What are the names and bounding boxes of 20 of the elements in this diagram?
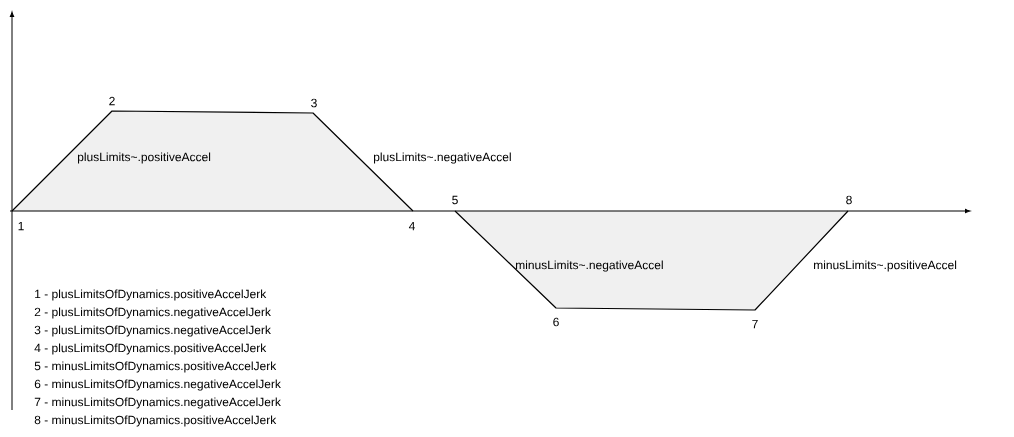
point-number: 6	[553, 317, 559, 327]
key-entry: 6 - minusLimitsOfDynamics.negativeAccelJerk	[34, 379, 281, 391]
key-entry: 1 - plusLimitsOfDynamics.positiveAccelJerk	[35, 289, 267, 301]
key-entry: 4 - plusLimitsOfDynamics.positiveAccelJerk	[34, 343, 267, 355]
segment-label: minusLimits~.negativeAccel	[516, 260, 663, 272]
point-number: 3	[311, 98, 317, 108]
key-entry: 7 - minusLimitsOfDynamics.negativeAccelJerk	[34, 397, 281, 409]
point-number: 4	[408, 221, 415, 231]
point-number: 2	[109, 96, 115, 106]
point-number: 1	[18, 221, 24, 231]
key-entry: 2 - plusLimitsOfDynamics.negativeAccelJerk	[34, 307, 271, 319]
segment-label: minusLimits~.positiveAccel	[814, 260, 957, 272]
segment-label: plusLimits~.negativeAccel	[374, 152, 511, 164]
key-entry: 8 - minusLimitsOfDynamics.positiveAccelJerk	[34, 415, 277, 427]
point-number: 8	[846, 195, 852, 205]
segment-label: plusLimits~.positiveAccel	[77, 152, 211, 164]
point-number: 5	[452, 195, 458, 205]
key-entry: 5 - minusLimitsOfDynamics.positiveAccelJerk	[34, 361, 277, 373]
key-entry: 3 - plusLimitsOfDynamics.negativeAccelJerk	[34, 325, 271, 337]
point-number: 7	[752, 319, 758, 329]
